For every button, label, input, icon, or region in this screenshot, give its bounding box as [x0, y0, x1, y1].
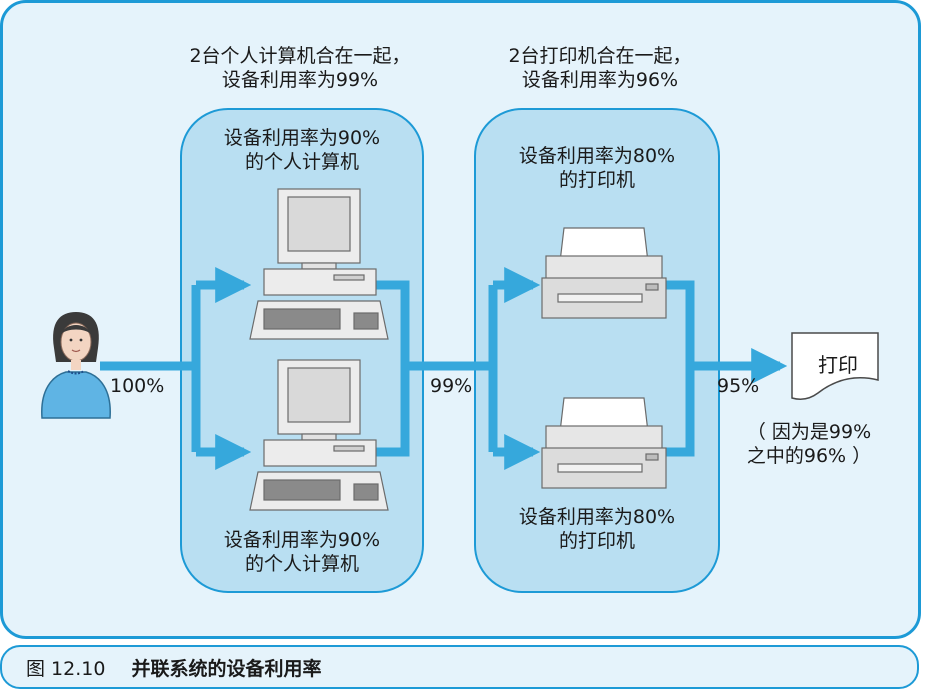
- pc-bottom-out: [372, 366, 410, 457]
- document-label: 打印: [818, 353, 858, 377]
- middle-percentage: 99%: [430, 375, 473, 397]
- output-percentage: 95%: [717, 375, 760, 397]
- printer-icon-top: [541, 227, 667, 319]
- flow-lines: [100, 267, 788, 470]
- input-percentage: 100%: [110, 375, 165, 397]
- pc-top-out: [372, 280, 410, 366]
- computer-icon-top: [249, 188, 389, 340]
- printer-top-label: 设备利用率为80% 的打印机: [518, 145, 676, 191]
- output-explanation: （ 因为是99% 之中的96% ）: [746, 421, 872, 467]
- person-icon: [41, 312, 111, 419]
- printer-group-title: 2台打印机合在一起， 设备利用率为96%: [508, 45, 692, 91]
- pc-bottom-label: 设备利用率为90% 的个人计算机: [223, 529, 381, 575]
- figure-caption: 图 12.10 并联系统的设备利用率: [0, 645, 919, 689]
- figure-number: 图 12.10: [26, 657, 106, 680]
- printer-top-out: [664, 280, 695, 366]
- pc-top-label: 设备利用率为90% 的个人计算机: [223, 127, 381, 173]
- printer-bottom-out: [664, 366, 695, 457]
- figure-title: 并联系统的设备利用率: [131, 657, 322, 680]
- printer-icon-bottom: [541, 397, 667, 489]
- printer-bottom-label: 设备利用率为80% 的打印机: [518, 506, 676, 552]
- computer-icon-bottom: [249, 359, 389, 511]
- document-icon: 打印: [791, 332, 879, 400]
- figure-frame: [0, 0, 921, 639]
- pc-group-title: 2台个人计算机合在一起， 设备利用率为99%: [189, 45, 411, 91]
- printer-group: [474, 108, 720, 593]
